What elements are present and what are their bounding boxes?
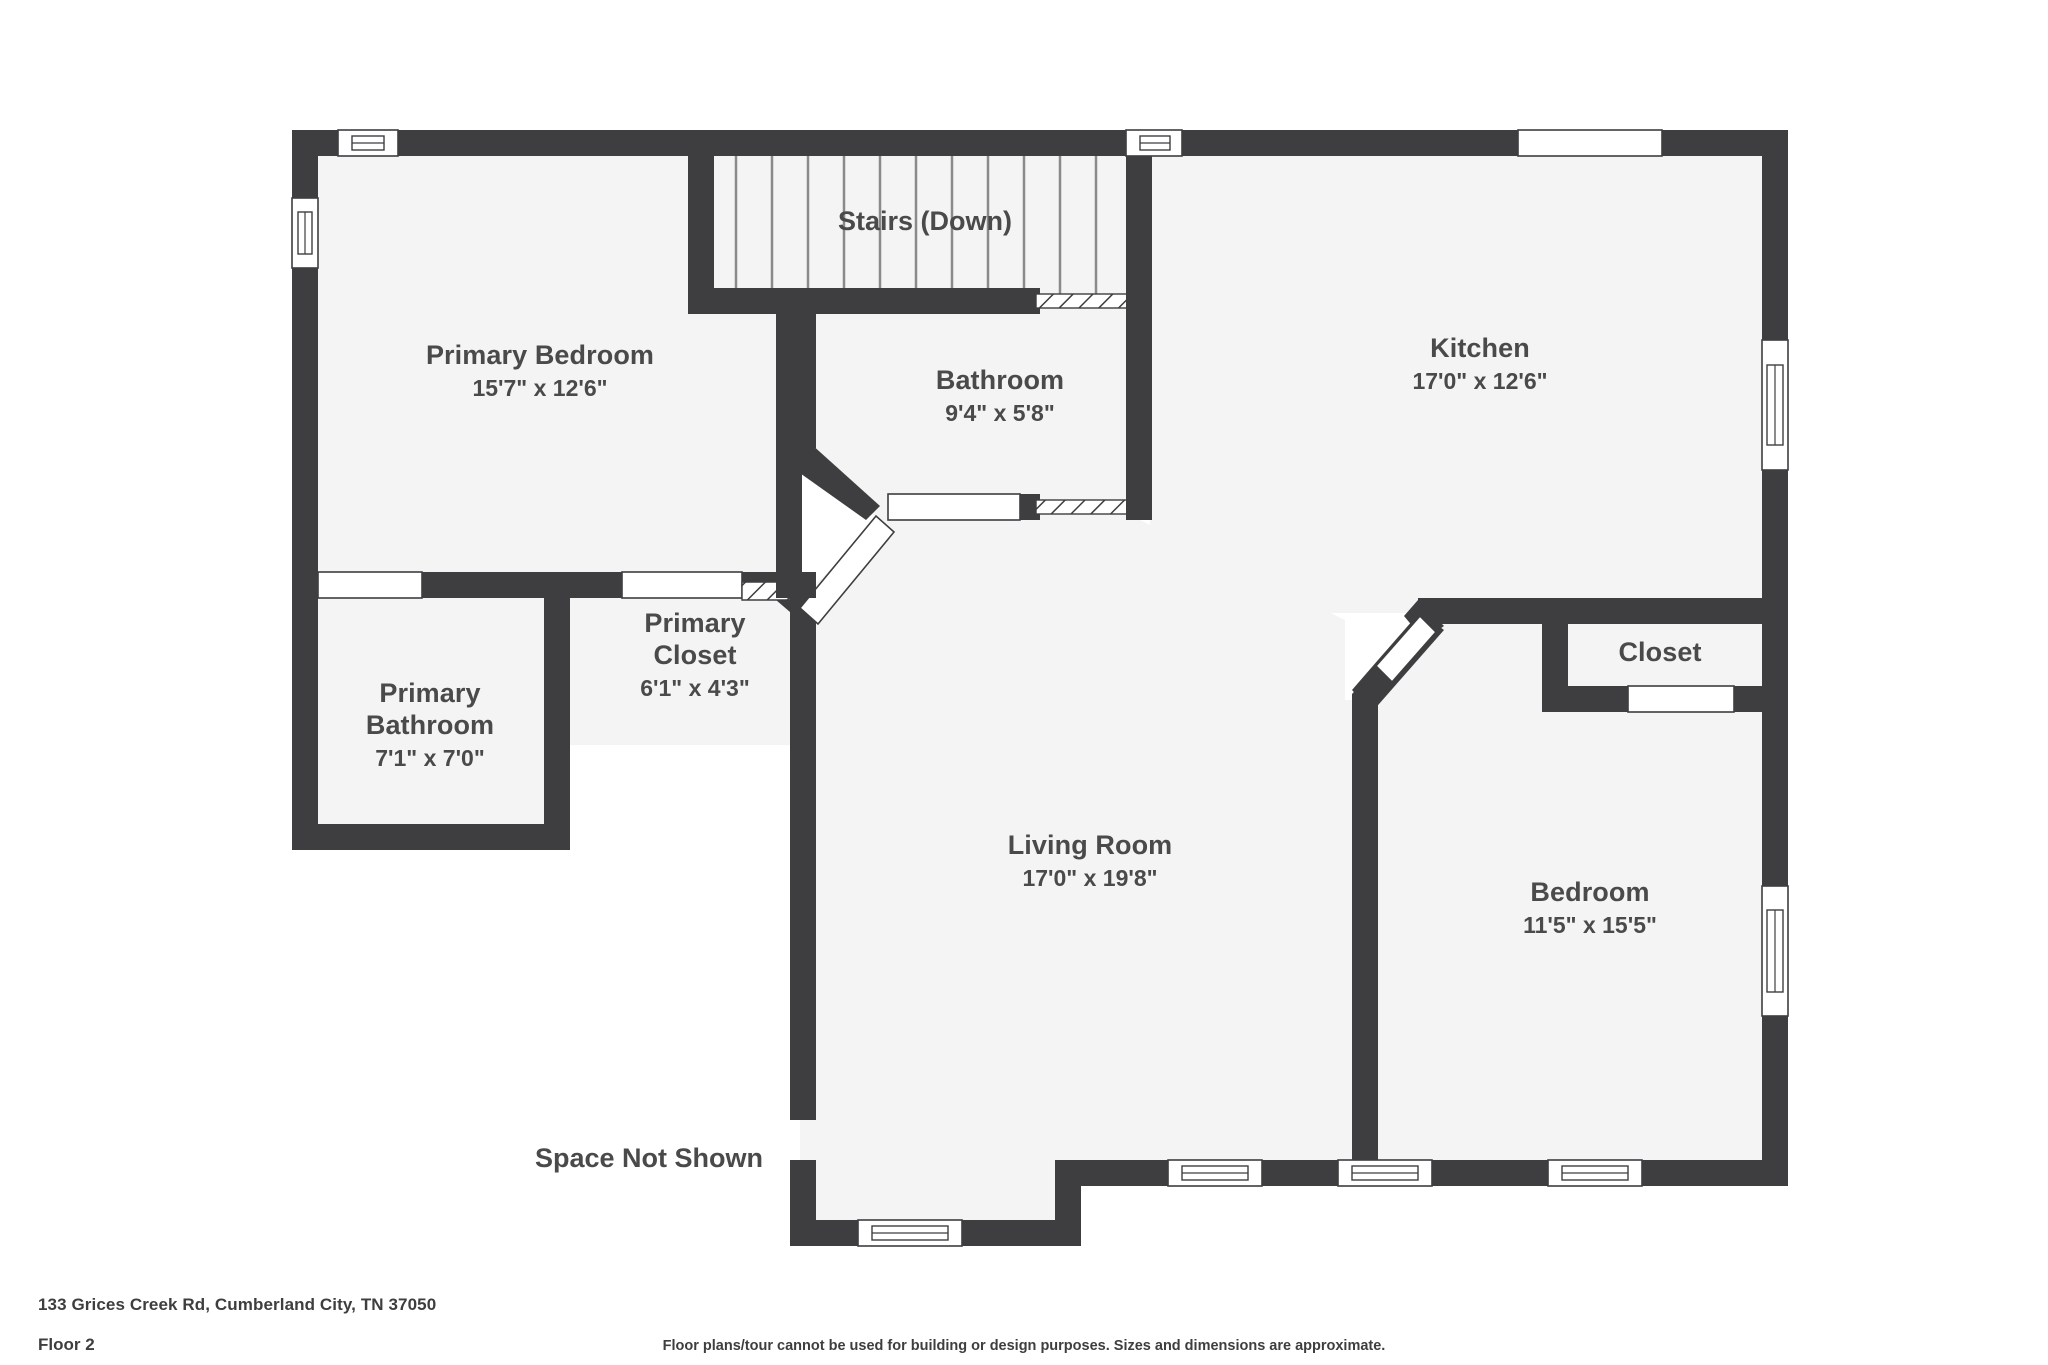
floor-label: Floor 2 — [38, 1335, 95, 1354]
stair-treads — [734, 148, 1134, 296]
window-kitchen-right — [1761, 339, 1789, 471]
hatched-door-bathroom-bottom — [1035, 499, 1131, 515]
doorway-bedroom-angled — [1374, 614, 1438, 684]
doorway-primary-closet — [621, 571, 743, 599]
window-primary-bedroom-left — [291, 197, 319, 269]
caption-block: 133 Grices Creek Rd, Cumberland City, TN… — [38, 1295, 436, 1355]
window-primary-bedroom-top — [337, 129, 399, 157]
floor-fills — [300, 143, 1780, 1240]
property-address: 133 Grices Creek Rd, Cumberland City, TN… — [38, 1295, 437, 1314]
doorway-bathroom-angled — [798, 514, 896, 626]
stairs-label: Stairs (Down) — [838, 206, 1013, 236]
hatched-door-bathroom-top — [1035, 293, 1131, 309]
window-living-room-bottom — [857, 1219, 963, 1247]
window-stairs-top — [1125, 129, 1183, 157]
disclaimer-text: Floor plans/tour cannot be used for buil… — [662, 1338, 1386, 1354]
window-bottom-right — [1547, 1159, 1643, 1187]
window-kitchen-top — [1517, 129, 1663, 157]
doorway-primary-bathroom — [317, 571, 423, 599]
doorway-closet-bedroom — [1627, 685, 1735, 713]
doorway-bathroom-kitchen — [887, 493, 1021, 521]
windows — [291, 129, 1789, 1247]
window-bottom-middle — [1337, 1159, 1433, 1187]
window-bedroom-right — [1761, 885, 1789, 1017]
wall-joints — [776, 288, 1152, 598]
space-not-shown-label: Space Not Shown — [535, 1143, 764, 1173]
window-bottom-left — [1167, 1159, 1263, 1187]
